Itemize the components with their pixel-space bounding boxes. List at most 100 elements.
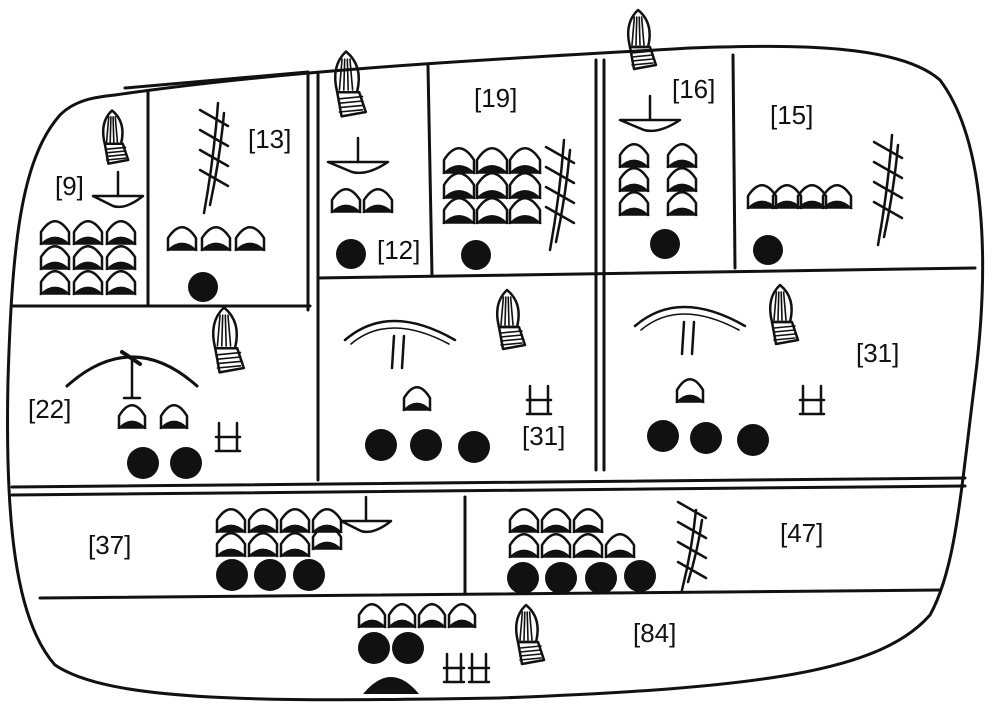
numeral-disc <box>737 424 769 456</box>
grain-measure-sign <box>442 172 476 200</box>
grain-measure-sign <box>200 225 232 252</box>
cell-label-9: [9] <box>55 171 84 201</box>
grain-measure-sign <box>247 507 279 534</box>
bowl-sign <box>618 94 682 133</box>
tally-sign <box>798 384 826 416</box>
grain-measure-sign <box>362 187 394 214</box>
numeral-disc <box>170 447 202 479</box>
grain-measure-sign <box>215 507 247 534</box>
grain-measure-sign <box>604 532 636 559</box>
numeral-disc <box>650 229 680 259</box>
numeral-disc <box>410 429 442 461</box>
tally-sign <box>467 652 491 684</box>
grain-measure-sign <box>279 531 311 558</box>
numeral-disc <box>507 562 539 594</box>
hand-sign <box>769 283 800 346</box>
grain-measure-sign <box>311 524 343 551</box>
grain-measure-sign <box>540 507 572 534</box>
hand-sign <box>334 50 368 118</box>
grain-measure-sign <box>442 147 476 175</box>
numeral-disc <box>545 562 577 594</box>
tally-sign <box>525 384 553 416</box>
tablet-outline <box>6 44 985 702</box>
grain-measure-sign <box>159 403 189 430</box>
grain-measure-sign <box>39 269 71 296</box>
bowl-sign <box>91 170 145 209</box>
grain-measure-sign <box>279 507 311 534</box>
barley-sign <box>198 101 230 215</box>
grain-measure-sign <box>72 269 104 296</box>
grain-measure-sign <box>105 219 137 246</box>
cell-label-31a: [31] <box>522 421 566 451</box>
grain-measure-sign <box>447 602 477 629</box>
bowl-sign <box>326 136 390 175</box>
grain-measure-sign <box>247 531 279 558</box>
numeral-disc <box>358 632 390 664</box>
grain-measure-sign <box>105 244 137 271</box>
dish-sign <box>363 677 419 694</box>
numeral-disc <box>188 272 218 302</box>
numeral-disc <box>392 632 424 664</box>
cell-label-16: [16] <box>672 74 716 104</box>
barley-sign <box>872 133 904 247</box>
cell-label-84: [84] <box>633 618 677 648</box>
barley-sign <box>676 500 708 592</box>
grain-measure-sign <box>508 507 540 534</box>
grain-measure-sign <box>117 403 147 430</box>
grain-measure-sign <box>666 142 698 169</box>
grain-measure-sign <box>330 187 362 214</box>
grain-measure-sign <box>387 602 417 629</box>
bowl-sign <box>339 495 393 534</box>
numeral-disc <box>127 447 159 479</box>
grain-measure-sign <box>475 197 509 225</box>
cell-label-47: [47] <box>780 518 824 548</box>
numeral-disc <box>336 239 366 269</box>
grain-measure-sign <box>166 225 198 252</box>
tally-sign <box>214 421 242 453</box>
bow-sign <box>65 350 199 400</box>
grain-measure-sign <box>508 172 542 200</box>
hand-sign <box>212 306 246 374</box>
barley-sign <box>544 138 576 252</box>
cell-label-13: [13] <box>248 124 292 154</box>
grain-measure-sign <box>39 244 71 271</box>
tally-sign <box>442 652 466 684</box>
cell-dividers <box>10 53 977 600</box>
numeral-disc <box>585 562 617 594</box>
hand-sign <box>515 603 546 666</box>
grain-measure-sign <box>234 225 266 252</box>
numeral-disc <box>753 235 783 265</box>
grain-measure-sign <box>618 142 650 169</box>
cell-label-15: [15] <box>770 100 814 130</box>
cell-label-31b: [31] <box>856 338 900 368</box>
cell-label-37: [37] <box>88 530 132 560</box>
numeral-disc <box>365 429 397 461</box>
numeral-disc <box>293 559 325 591</box>
grain-measure-sign <box>39 219 71 246</box>
numeral-disc <box>254 559 286 591</box>
grain-measure-sign <box>540 532 572 559</box>
numeral-disc <box>458 431 490 463</box>
numeral-disc <box>690 422 722 454</box>
cell-label-22: [22] <box>28 394 72 424</box>
grain-measure-sign <box>402 385 432 412</box>
grain-measure-sign <box>475 147 509 175</box>
grain-measure-sign <box>417 602 447 629</box>
grain-measure-sign <box>821 183 853 210</box>
grain-measure-sign <box>618 190 650 217</box>
grain-measure-sign <box>666 190 698 217</box>
grain-measure-sign <box>508 147 542 175</box>
bird-sign <box>633 305 747 356</box>
grain-measure-sign <box>666 166 698 193</box>
grain-measure-sign <box>572 507 604 534</box>
grain-measure-sign <box>572 532 604 559</box>
cell-label-12: [12] <box>377 235 421 265</box>
grain-measure-sign <box>357 602 387 629</box>
bird-sign <box>343 319 457 370</box>
numeral-disc <box>624 560 656 592</box>
grain-measure-sign <box>508 197 542 225</box>
grain-measure-sign <box>105 269 137 296</box>
grain-measure-sign <box>72 244 104 271</box>
